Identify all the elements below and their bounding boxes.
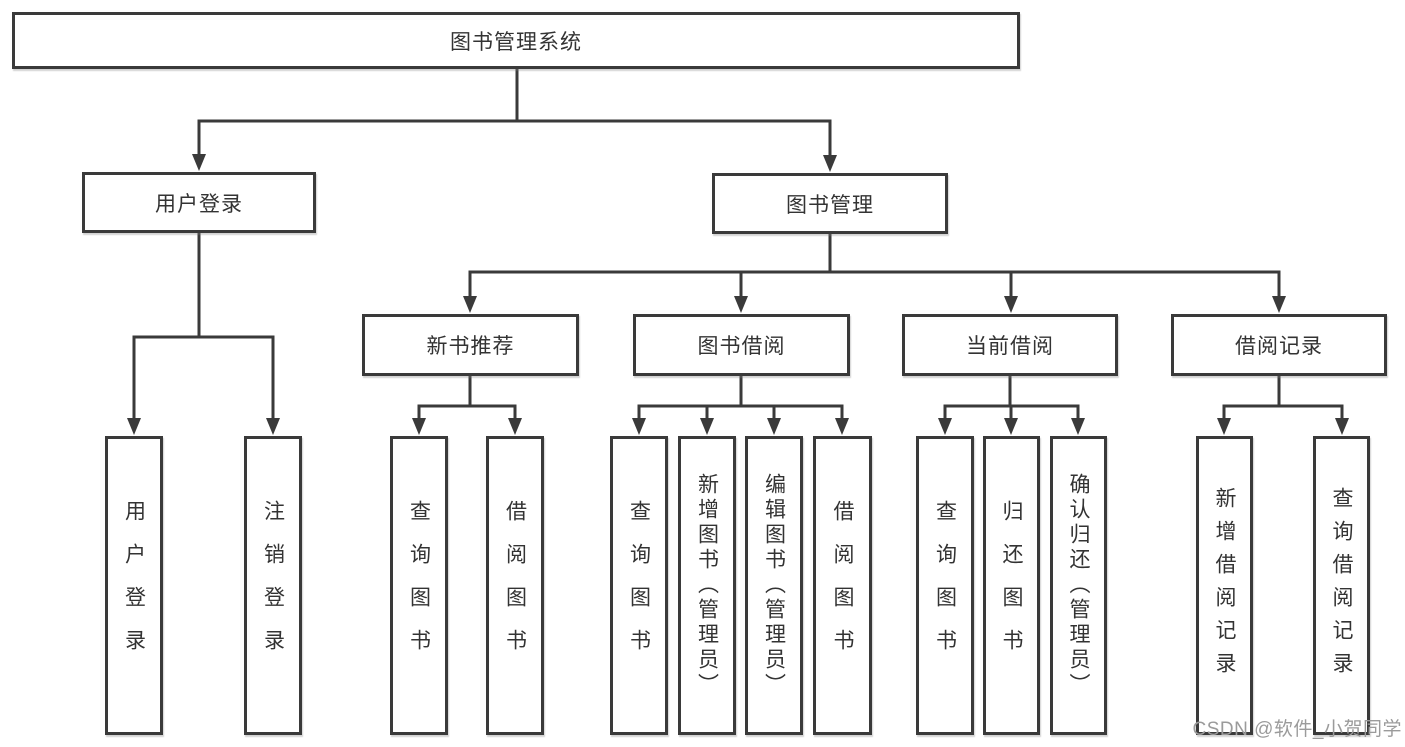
leaf-borrowing-borrow-books: 借阅图书 bbox=[813, 436, 872, 735]
leaf-borrowing-query-books: 查询图书 bbox=[610, 436, 668, 735]
node-book-management: 图书管理 bbox=[712, 173, 948, 234]
arrowheads bbox=[127, 154, 1349, 435]
leaf-add-books-admin: 新增图书（管理员） bbox=[678, 436, 736, 735]
leaf-query-borrow-record: 查询借阅记录 bbox=[1313, 436, 1370, 735]
node-borrowing-records-label: 借阅记录 bbox=[1235, 335, 1323, 358]
node-user-login: 用户登录 bbox=[82, 172, 316, 233]
node-borrowing-records: 借阅记录 bbox=[1171, 314, 1387, 376]
leaf-logout: 注销登录 bbox=[244, 436, 302, 735]
leaf-add-borrow-record-label: 新增借阅记录 bbox=[1213, 486, 1236, 685]
leaf-borrowing-borrow-books-label: 借阅图书 bbox=[831, 499, 854, 672]
leaf-user-login: 用户登录 bbox=[105, 436, 163, 735]
leaf-borrowing-query-books-label: 查询图书 bbox=[627, 499, 651, 672]
node-new-book-recommend: 新书推荐 bbox=[362, 314, 579, 376]
leaf-current-query-books: 查询图书 bbox=[916, 436, 974, 735]
leaf-return-books-label: 归还图书 bbox=[1000, 499, 1023, 672]
leaf-logout-label: 注销登录 bbox=[261, 499, 285, 672]
node-current-borrowing-label: 当前借阅 bbox=[966, 335, 1054, 358]
leaf-add-books-admin-label: 新增图书（管理员） bbox=[695, 473, 719, 698]
node-root: 图书管理系统 bbox=[12, 12, 1020, 69]
leaf-confirm-return-admin-label: 确认归还（管理员） bbox=[1067, 473, 1090, 698]
leaf-edit-books-admin: 编辑图书（管理员） bbox=[745, 436, 803, 735]
leaf-recommend-borrow-books: 借阅图书 bbox=[486, 436, 544, 735]
node-user-login-label: 用户登录 bbox=[155, 192, 243, 216]
node-book-borrowing-label: 图书借阅 bbox=[697, 335, 786, 358]
leaf-user-login-label: 用户登录 bbox=[122, 499, 146, 672]
leaf-confirm-return-admin: 确认归还（管理员） bbox=[1050, 436, 1107, 735]
leaf-recommend-borrow-books-label: 借阅图书 bbox=[503, 499, 527, 672]
leaf-edit-books-admin-label: 编辑图书（管理员） bbox=[762, 473, 786, 698]
node-root-label: 图书管理系统 bbox=[450, 30, 582, 54]
csdn-watermark: CSDN @软件_小贺同学 bbox=[1192, 719, 1402, 740]
leaf-query-borrow-record-label: 查询借阅记录 bbox=[1330, 486, 1353, 685]
node-book-management-label: 图书管理 bbox=[786, 193, 874, 217]
leaf-add-borrow-record: 新增借阅记录 bbox=[1196, 436, 1253, 735]
node-new-book-recommend-label: 新书推荐 bbox=[426, 335, 515, 358]
leaf-current-query-books-label: 查询图书 bbox=[933, 499, 957, 672]
leaf-return-books: 归还图书 bbox=[983, 436, 1040, 735]
leaf-recommend-query-books-label: 查询图书 bbox=[407, 499, 431, 672]
node-book-borrowing: 图书借阅 bbox=[633, 314, 850, 376]
leaf-recommend-query-books: 查询图书 bbox=[390, 436, 448, 735]
node-current-borrowing: 当前借阅 bbox=[902, 314, 1118, 376]
